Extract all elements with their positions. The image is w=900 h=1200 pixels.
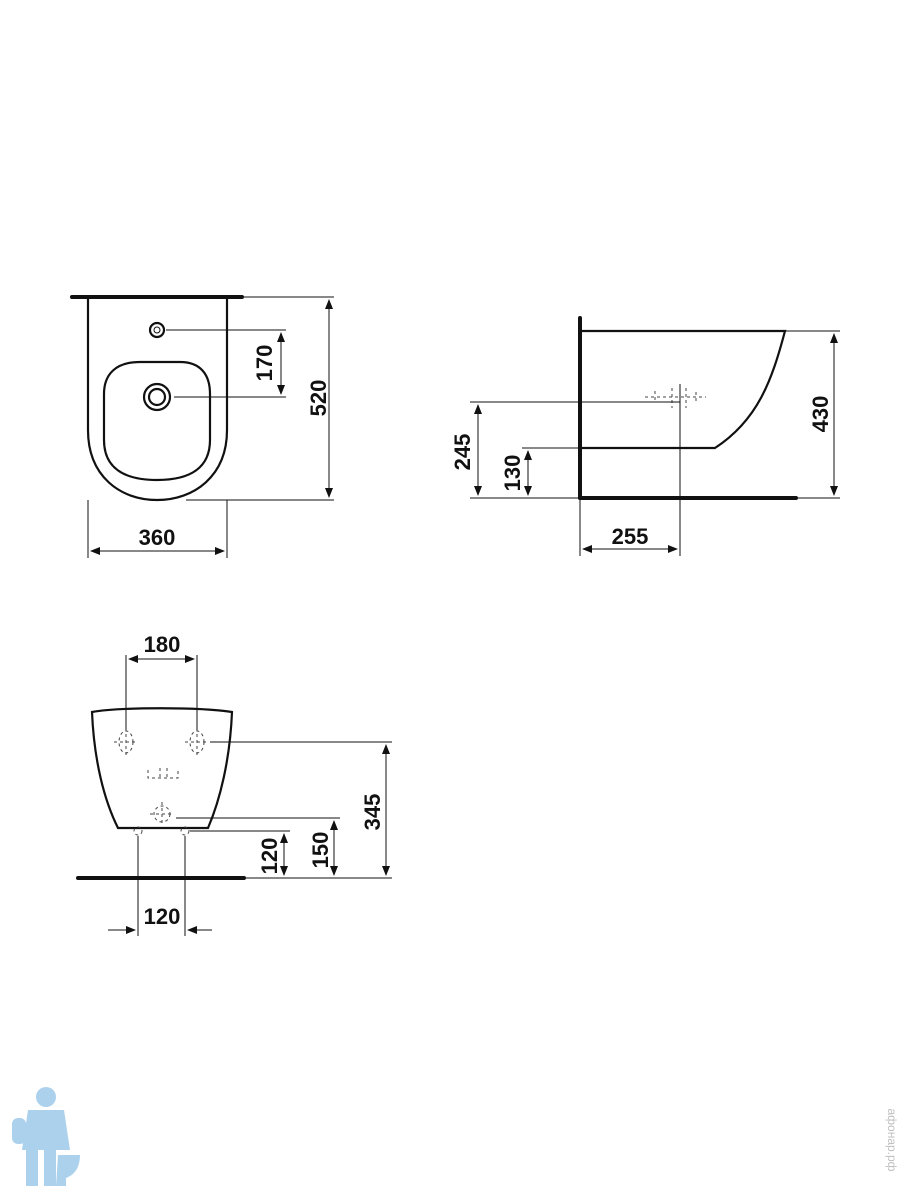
bidet-side-outline [582,329,787,450]
bidet-rear-outline [90,707,234,830]
dim-170-label: 170 [252,345,277,382]
dim-520-label: 520 [306,380,331,417]
supply-connector-right-icon [180,826,190,836]
dim-120-width-label: 120 [144,904,181,929]
dim-130-label: 130 [500,455,525,492]
plumber-mascot-icon [12,1087,80,1186]
supply-connector-left-icon [133,826,143,836]
fixing-hole-right-icon [185,728,209,756]
dim-360-label: 360 [139,525,176,550]
dim-180-label: 180 [144,632,181,657]
fixing-hole-left-icon [114,728,138,756]
dim-150-label: 150 [308,832,333,869]
drain-hole-icon [142,382,172,412]
dim-245-label: 245 [450,434,475,471]
dim-255-label: 255 [612,524,649,549]
side-view: 430 245 130 255 [450,316,840,556]
drain-hole-icon [150,802,174,826]
rear-view: 180 345 150 120 120 [76,632,392,936]
tap-hole-icon [148,321,166,339]
waste-connection [147,768,179,780]
waste-connection [645,388,706,408]
dim-430-label: 430 [808,396,833,433]
bowl-outline [102,360,212,482]
bidet-outline [86,299,229,502]
dim-345-label: 345 [360,794,385,831]
watermark-text: афонар.рф [885,1108,899,1171]
dim-120-height-label: 120 [257,838,282,875]
front-view: 520 170 360 [70,295,334,558]
